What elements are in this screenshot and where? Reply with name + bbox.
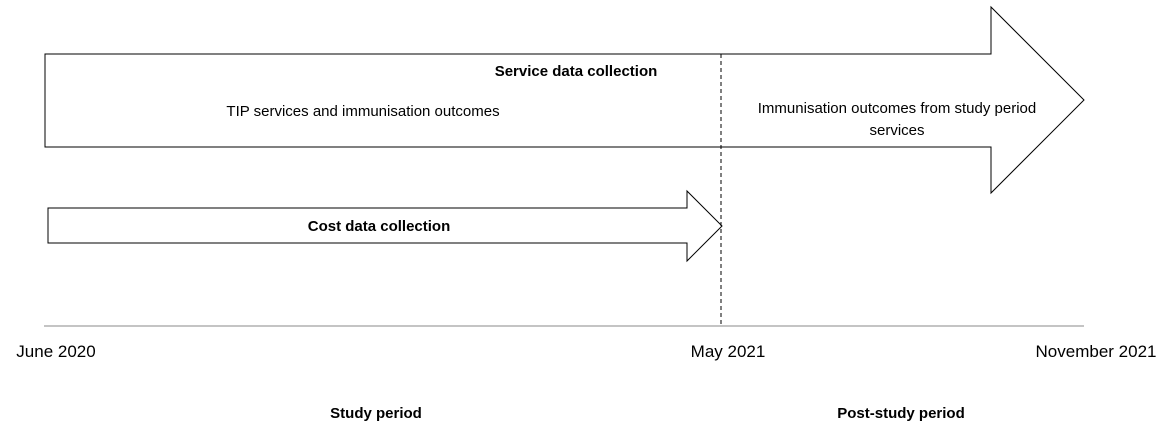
timeline-end-label: November 2021 [1036,342,1157,361]
service-data-arrow [44,5,1085,195]
cost-data-arrow [47,189,723,263]
timeline-start-label: June 2020 [16,342,95,361]
timeline-mid-label: May 2021 [691,342,766,361]
service-arrow-right-text-line1: Immunisation outcomes from study period [758,100,1036,117]
service-arrow-left-text: TIP services and immunisation outcomes [226,103,499,120]
service-arrow-right-text-line2: services [869,122,924,139]
service-arrow-title: Service data collection [495,63,658,80]
cost-arrow-title: Cost data collection [308,218,451,235]
study-period-label: Study period [330,405,422,422]
post-study-period-label: Post-study period [837,405,965,422]
